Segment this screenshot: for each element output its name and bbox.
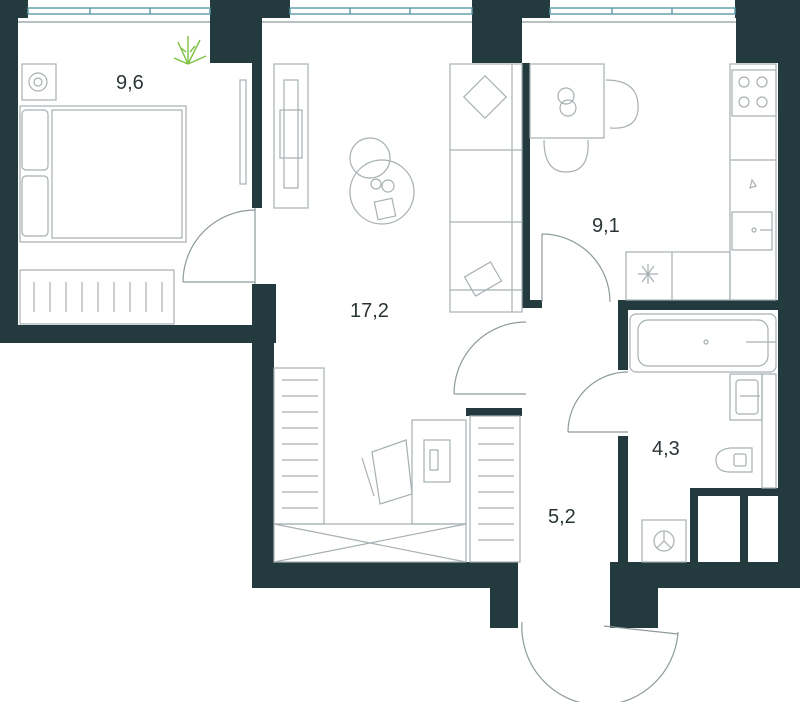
kitchen-furniture xyxy=(529,63,777,301)
doors xyxy=(182,208,679,702)
hood-icon xyxy=(638,264,658,284)
windows xyxy=(18,7,736,23)
hallway-furniture xyxy=(469,415,521,563)
bedroom-furniture xyxy=(19,36,247,325)
plant-icon xyxy=(173,36,207,65)
living-furniture xyxy=(273,63,523,563)
hallway-area-label: 5,2 xyxy=(548,506,576,528)
walls xyxy=(0,0,800,628)
living-area-label: 17,2 xyxy=(350,300,389,322)
bathroom-furniture xyxy=(629,313,777,563)
kitchen-area-label: 9,1 xyxy=(592,215,620,237)
living-wardrobe-hangers xyxy=(282,379,318,509)
bedroom-area-label: 9,6 xyxy=(116,72,144,94)
wardrobe-hangers xyxy=(33,282,163,312)
bathroom-area-label: 4,3 xyxy=(652,438,680,460)
hall-wardrobe-hangers xyxy=(478,427,514,541)
